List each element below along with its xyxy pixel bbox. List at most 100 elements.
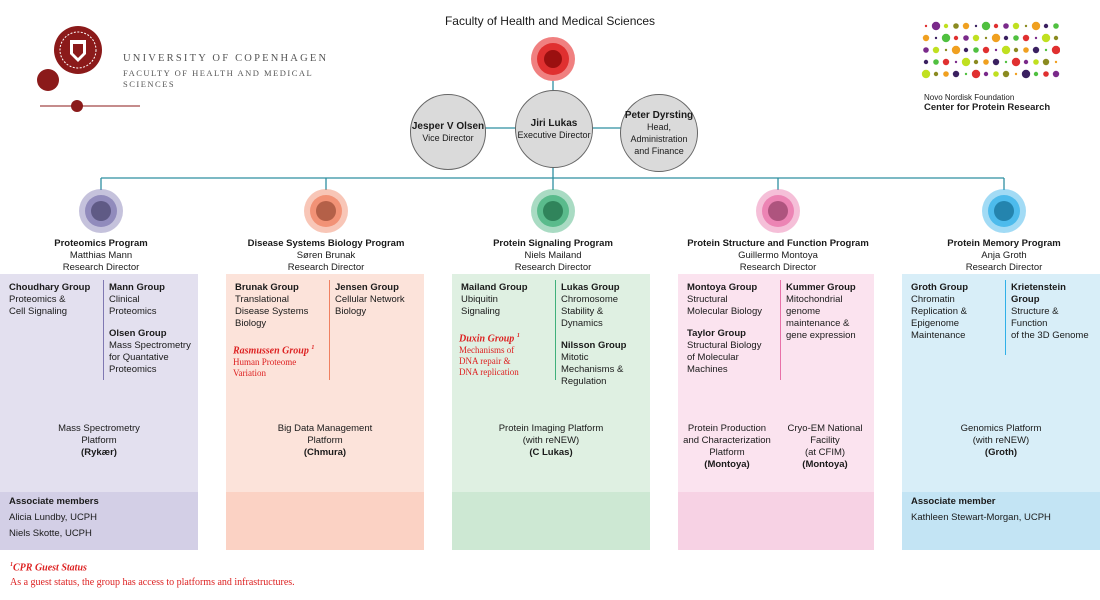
platform-owner: (C Lukas): [529, 447, 573, 458]
group-description: Replication &: [911, 306, 967, 317]
guest-group-name-text: Rasmussen Group: [233, 345, 309, 357]
group-divider: [1005, 280, 1006, 355]
group-description: genome: [786, 306, 821, 317]
head-administration-node: Peter Dyrsting Head, Administration and …: [620, 94, 698, 172]
platform-line: Protein Imaging Platform: [498, 423, 604, 434]
head-name: Peter Dyrsting: [624, 109, 694, 121]
platform: Protein Imaging Platform(with reNEW)(C L…: [452, 423, 650, 459]
university-name: UNIVERSITY OF COPENHAGEN: [123, 53, 329, 64]
footnote-sup: 1: [10, 562, 13, 568]
vice-director-node: Jesper V Olsen Vice Director: [410, 94, 486, 170]
guest-group-name-text: Duxin Group: [459, 333, 515, 345]
head-title-1: Head,: [646, 121, 672, 132]
group-description: Structure & Function: [1011, 306, 1059, 329]
program-associate-panel: [452, 492, 650, 550]
program-name: Proteomics Program: [54, 238, 148, 249]
program-associate-panel: [0, 492, 198, 550]
group-description: Dynamics: [561, 318, 603, 329]
group-description: Signaling: [461, 306, 501, 317]
group-name: Lukas Group: [561, 282, 620, 293]
group-description: Proteomics: [109, 364, 157, 375]
group-name: Jensen Group: [335, 282, 399, 293]
group-divider: [555, 280, 556, 380]
vice-director-name: Jesper V Olsen: [411, 120, 485, 132]
platform-owner: (Montoya): [802, 459, 848, 470]
head-title-3: and Finance: [634, 145, 684, 156]
executive-node-icon: [531, 37, 575, 81]
platform-line: Platform: [307, 435, 343, 446]
group-name: Kummer Group: [786, 282, 856, 293]
associate-member: Niels Skotte, UCPH: [9, 528, 92, 539]
group-description: Proteomics: [109, 306, 157, 317]
group-name: Montoya Group: [687, 282, 758, 293]
program-panel: [226, 274, 424, 492]
guest-group-name: Duxin Group 1: [459, 330, 546, 345]
group-description: Translational: [235, 294, 290, 305]
group-description: Cellular Network: [335, 294, 405, 305]
group-description: for Quantative: [109, 352, 169, 363]
program-role: Research Director: [965, 262, 1043, 273]
associate-title: Associate members: [9, 496, 99, 507]
university-seal-logo: [37, 26, 140, 112]
platform-line: Facility: [810, 435, 840, 446]
platform-line: Genomics Platform: [960, 423, 1042, 434]
group-divider: [103, 280, 104, 380]
platform-owner: (Montoya): [704, 459, 750, 470]
group-description: Epigenome: [911, 318, 960, 329]
guest-group-description: DNA repair &: [459, 356, 511, 367]
footnote-text: As a guest status, the group has access …: [10, 577, 295, 588]
group-description: Biology: [335, 306, 367, 317]
group-divider: [780, 280, 781, 380]
group-description: Structural: [687, 294, 728, 305]
program-node-icon: [531, 189, 575, 233]
program-leader: Anja Groth: [981, 250, 1027, 261]
group-name: Brunak Group: [235, 282, 299, 293]
footnote-title: 1CPR Guest Status: [10, 562, 87, 573]
platform-line: Platform: [709, 447, 745, 458]
group-description: Biology: [235, 318, 267, 329]
platform-line: Mass Spectrometry: [58, 423, 140, 434]
platform-owner: (Chmura): [303, 447, 347, 458]
group-name: Mailand Group: [461, 282, 528, 293]
program-role: Research Director: [287, 262, 365, 273]
platform-line: (with reNEW): [972, 435, 1030, 446]
platform-line: and Characterization: [683, 435, 771, 446]
group-description: Proteomics &: [9, 294, 66, 305]
group-description: Mitotic: [561, 352, 589, 363]
program-node-icon: [79, 189, 123, 233]
platform-line: (at CFIM): [804, 447, 846, 458]
program-leader: Søren Brunak: [296, 250, 356, 261]
group-description: of the 3D Genome: [1011, 330, 1089, 341]
group-name: Groth Group: [911, 282, 968, 293]
program-leader: Guillermo Montoya: [738, 250, 818, 261]
platform-line: Cryo-EM National: [787, 423, 863, 434]
group-description: Structural Biology: [687, 340, 762, 351]
university-faculty: FACULTY OF HEALTH AND MEDICAL SCIENCES: [123, 68, 313, 89]
program-role: Research Director: [739, 262, 817, 273]
group-description: Disease Systems: [235, 306, 309, 317]
head-title-2: Administration: [630, 133, 688, 144]
program-node-icon: [982, 189, 1026, 233]
executive-director-title: Executive Director: [517, 129, 591, 140]
program-role: Research Director: [514, 262, 592, 273]
footnote-title-text: CPR Guest Status: [13, 562, 87, 574]
group-name: Taylor Group: [687, 328, 746, 339]
group-name: Nilsson Group: [561, 340, 627, 351]
program-name: Protein Memory Program: [947, 238, 1061, 249]
